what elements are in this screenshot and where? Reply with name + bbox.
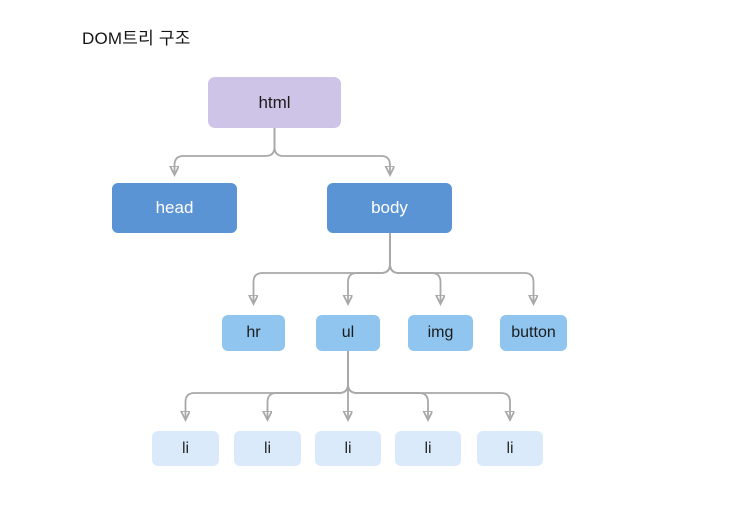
node-li-5: li <box>477 431 543 466</box>
connector-html-children <box>175 128 391 174</box>
diagram-title: DOM트리 구조 <box>82 29 191 48</box>
node-li-4: li <box>395 431 461 466</box>
connector-body-children <box>254 233 534 303</box>
node-ul: ul <box>316 315 380 351</box>
node-li-2: li <box>234 431 301 466</box>
node-html: html <box>208 77 341 128</box>
node-body: body <box>327 183 452 233</box>
node-li-3: li <box>315 431 381 466</box>
node-hr: hr <box>222 315 285 351</box>
node-head: head <box>112 183 237 233</box>
node-img: img <box>408 315 473 351</box>
node-button: button <box>500 315 567 351</box>
connector-ul-children <box>186 351 511 419</box>
node-li-1: li <box>152 431 219 466</box>
